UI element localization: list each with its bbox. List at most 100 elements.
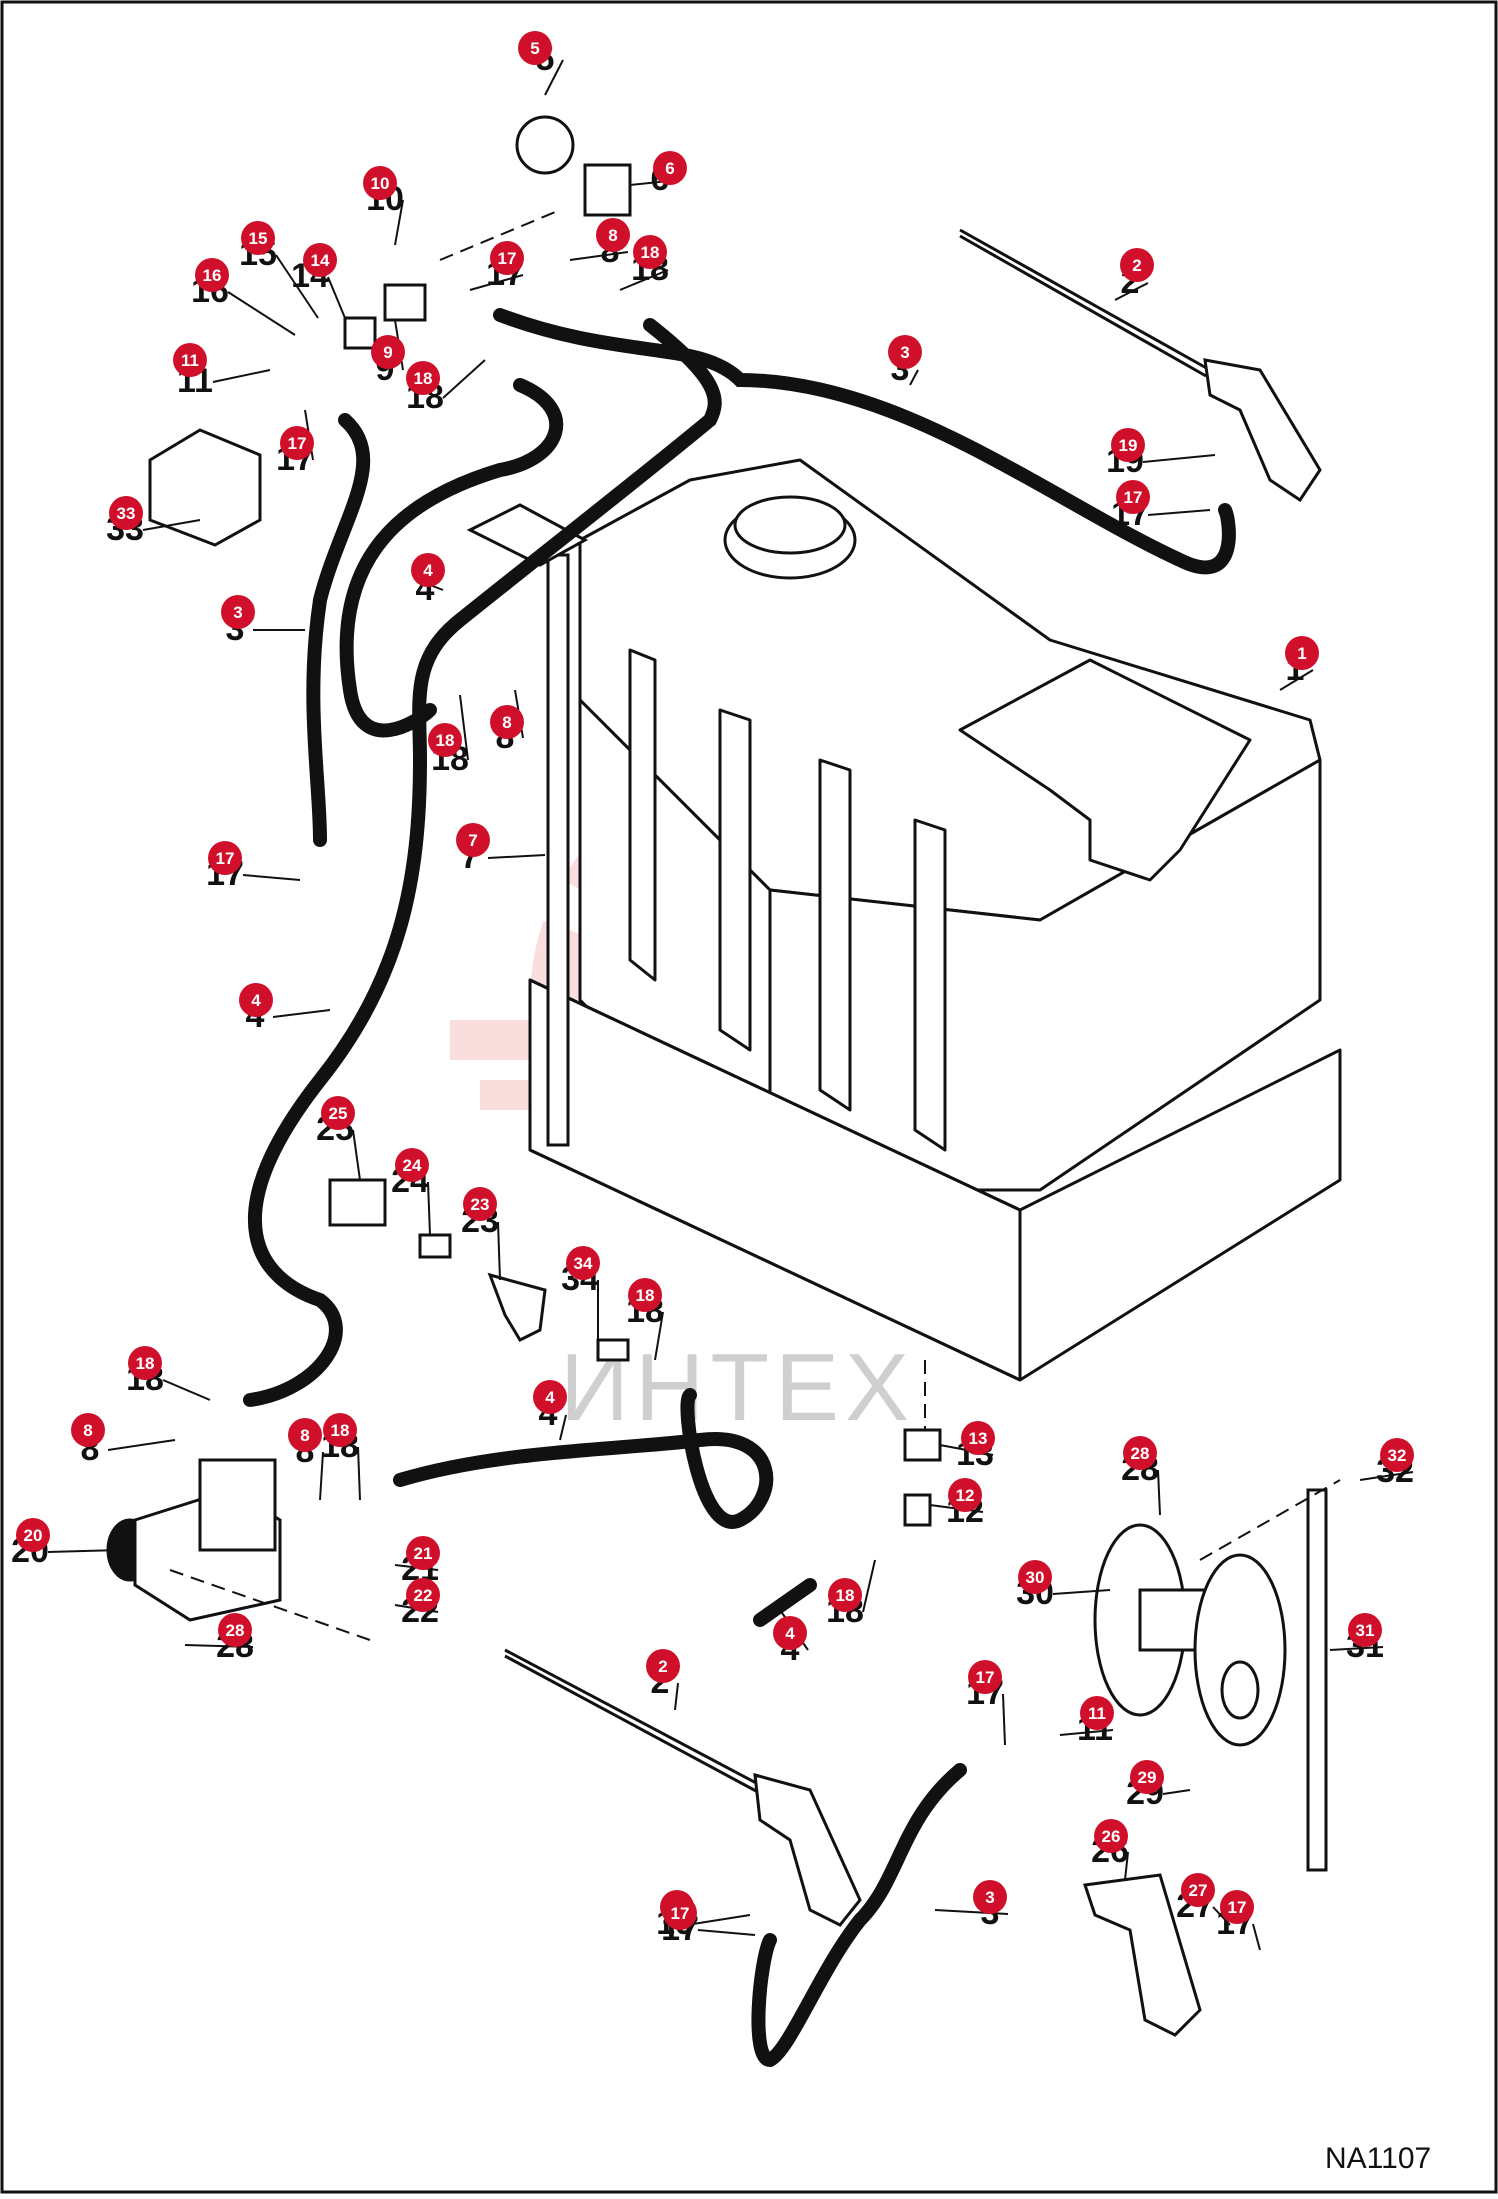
callout-badge: [288, 1418, 322, 1452]
callout-leader-line: [427, 1181, 431, 1236]
wand-lance: [504, 1648, 761, 1787]
callout-leader-line: [1147, 509, 1211, 516]
callout-badge-number: 18: [436, 731, 455, 750]
callout-badge-number: 22: [414, 1586, 433, 1605]
hose-reel: [1093, 1523, 1287, 1747]
drawing-id: NA1107: [1325, 2142, 1431, 2175]
callout-2: 22: [1114, 248, 1154, 301]
callout-leader-line: [1114, 282, 1149, 301]
callout-badge: [1130, 1760, 1164, 1794]
callout-24: 2424: [391, 1148, 431, 1236]
callout-leader-line: [487, 854, 546, 859]
callout-badge-number: 33: [117, 504, 136, 523]
callout-leader-line: [142, 519, 201, 531]
callout-leader-line: [654, 1311, 664, 1361]
callout-badge: [395, 1148, 429, 1182]
callout-3: 33: [934, 1880, 1009, 1932]
callout-badge: [968, 1660, 1002, 1694]
callout-badge-number: 28: [1131, 1444, 1150, 1463]
spray-gun-body: [753, 1772, 862, 1927]
callout-8: 88: [288, 1418, 324, 1501]
callout-34: 3434: [561, 1246, 600, 1340]
callout-leader-line: [469, 274, 524, 291]
spray-gun-body: [1203, 358, 1322, 503]
tank-rib: [718, 708, 752, 1052]
reel-flange: [1193, 1553, 1287, 1747]
callout-leader-line: [544, 59, 564, 96]
callout-badge-number: 3: [985, 1888, 994, 1907]
callout-badge-number: 3: [233, 603, 242, 622]
callout-badge: [948, 1478, 982, 1512]
callout-badge-number: 32: [1388, 1446, 1407, 1465]
small-components: [328, 115, 942, 1527]
callout-badge: [406, 361, 440, 395]
callout-leader-line: [692, 1914, 751, 1925]
hose-3-top: [493, 308, 1236, 575]
callout-badge-number: 13: [969, 1429, 988, 1448]
callout-leader-line: [357, 1446, 361, 1501]
callout-8: 88: [490, 689, 524, 756]
callout-28: 2828: [1121, 1436, 1161, 1516]
callout-badge-number: 4: [545, 1388, 555, 1407]
callout-badge-number: 21: [414, 1544, 433, 1563]
callout-badge-number: 18: [414, 369, 433, 388]
callout-leader-line: [569, 251, 629, 261]
valve-14: [343, 316, 377, 350]
callout-badge-number: 19: [1119, 436, 1138, 455]
callout-badge-number: 24: [403, 1156, 422, 1175]
callout-leader-line: [227, 291, 296, 336]
callout-badge: [456, 823, 490, 857]
spray-gun-26: [1083, 1873, 1202, 2037]
callout-3: 33: [221, 595, 305, 648]
callout-badge: [16, 1518, 50, 1552]
callout-badge: [208, 841, 242, 875]
callout-leader-line: [1162, 1789, 1191, 1795]
callout-badge-number: 18: [641, 243, 660, 262]
callout-badge: [490, 705, 524, 739]
callout-badge-number: 4: [423, 561, 433, 580]
callout-badge-number: 11: [181, 351, 199, 370]
callout-badge-number: 27: [1189, 1881, 1208, 1900]
callout-leader-line: [497, 1221, 501, 1281]
callout-leader-line: [1329, 1646, 1384, 1651]
callout-badge: [1380, 1438, 1414, 1472]
callout-6: 66: [629, 151, 687, 198]
tank-assembly: [528, 458, 1342, 1382]
callout-leader-line: [184, 1644, 254, 1648]
hose-4-long: [243, 318, 722, 1407]
callout-30: 3030: [1016, 1560, 1111, 1612]
callout-badge-number: 8: [83, 1421, 92, 1440]
callout-badge-number: 26: [1102, 1827, 1121, 1846]
callout-badge: [428, 723, 462, 757]
hose-3-left: [306, 413, 371, 847]
manifold-9: [383, 283, 427, 322]
callout-badge: [1018, 1560, 1052, 1594]
callout-leader-line: [212, 369, 271, 383]
callout-badge: [888, 335, 922, 369]
callout-1: 11: [1279, 636, 1319, 691]
dashed-leaders: [169, 209, 1341, 1641]
callout-badge-number: 3: [900, 343, 909, 362]
callout-badge-number: 15: [249, 229, 268, 248]
callout-19: 1919: [1106, 428, 1216, 480]
callout-8: 88: [569, 218, 630, 270]
callout-badge: [195, 258, 229, 292]
callout-badge: [371, 335, 405, 369]
callout-badge: [646, 1649, 680, 1683]
callout-badge: [280, 426, 314, 460]
callout-badge: [221, 595, 255, 629]
callout-leader-line: [697, 1929, 756, 1936]
strainer-23: [487, 1272, 547, 1342]
